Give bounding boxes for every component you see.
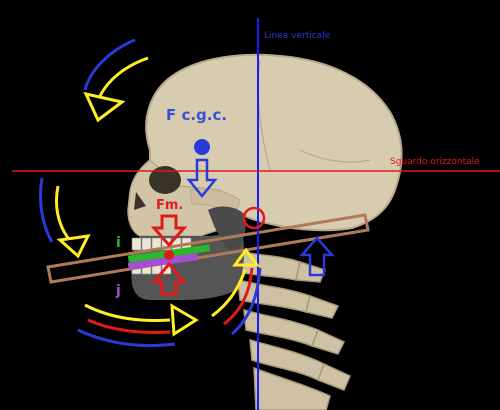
neck-yellow-curve (211, 269, 247, 318)
horizontal-gaze-label: Sguardo orizzontale (390, 157, 480, 167)
center-of-gravity-dot (194, 139, 210, 155)
bottom-blue-curve (77, 328, 176, 348)
neck-red-curve (223, 267, 254, 326)
center-of-gravity-label: F c.g.c. (166, 106, 227, 124)
gravity-down-arrow (186, 158, 218, 198)
blue-up-arrow (299, 236, 335, 277)
occlusal-plane-band (46, 213, 370, 284)
cervical-spine (231, 248, 351, 410)
top-left-blue-curve (83, 38, 136, 91)
neck-blue-curve (231, 267, 262, 336)
plane-j (127, 253, 199, 270)
left-yellow-curve (54, 185, 70, 239)
bottom-yellow-curve (84, 303, 171, 322)
top-left-yellow-arrowhead (83, 91, 126, 123)
masticatory-force-label: Fm. (156, 198, 183, 213)
condyle-circle (242, 206, 266, 230)
left-blue-curve (38, 177, 54, 243)
force-up-arrow (150, 261, 188, 296)
orbit (149, 166, 181, 194)
force-point-dot (164, 250, 174, 260)
yellow-up-arrow (232, 247, 260, 267)
top-left-yellow-curve (98, 56, 149, 97)
bottom-red-curve (87, 318, 171, 334)
bottom-yellow-arrowhead (170, 303, 199, 337)
plane-i-label: i (116, 235, 121, 251)
force-down-arrow (150, 214, 188, 248)
plane-j-label: j (115, 283, 121, 299)
vertical-line-label: Linea verticale (264, 31, 331, 41)
left-yellow-arrowhead (56, 234, 91, 259)
